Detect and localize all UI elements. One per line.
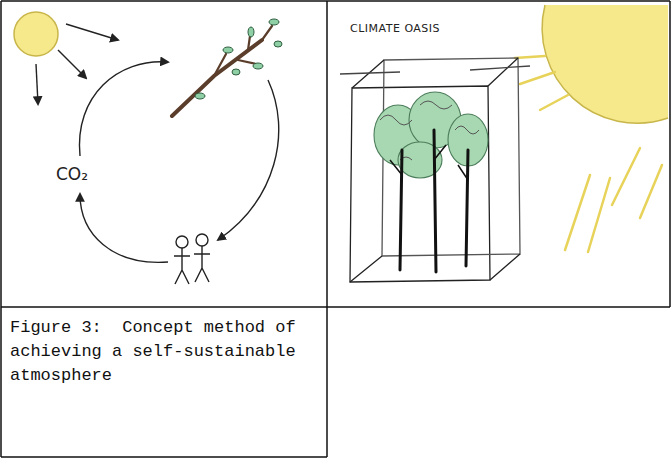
oasis-cube <box>340 58 530 282</box>
figure-caption: Figure 3: Concept method of achieving a … <box>10 316 316 388</box>
sun-rays <box>36 24 118 104</box>
big-sun <box>515 5 668 252</box>
people <box>174 234 210 284</box>
trees <box>374 92 488 272</box>
free-label: CO₂ <box>56 164 88 184</box>
sun <box>14 12 58 56</box>
label-holder: CO₂ <box>56 164 88 184</box>
caption-holder: Figure 3: Concept method of achieving a … <box>10 316 316 388</box>
free-label: CLIMATE OASIS <box>350 22 440 35</box>
label-holder: CLIMATE OASIS <box>350 22 440 35</box>
branch <box>172 19 282 116</box>
cycle-arrows <box>79 62 278 263</box>
